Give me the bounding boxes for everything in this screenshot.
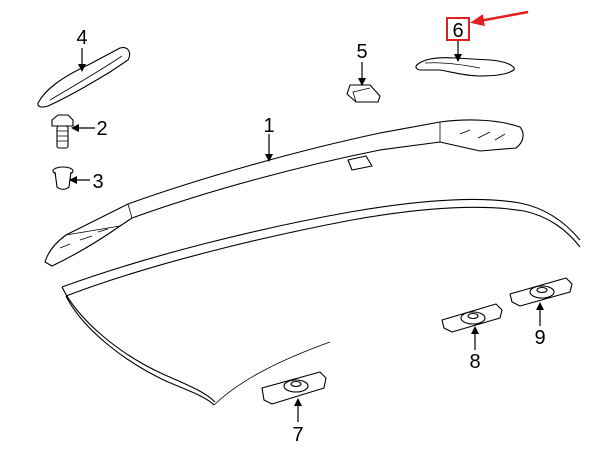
bolt-part-2 <box>51 114 74 149</box>
bracket-part-5 <box>346 84 381 103</box>
highlight-box <box>446 17 470 41</box>
leader-arrows <box>69 40 544 422</box>
red-pointer-arrow <box>470 10 529 27</box>
callout-labels: 1 2 3 4 5 6 7 8 9 <box>76 20 545 446</box>
callout-3: 3 <box>92 171 103 193</box>
highlight-callout-6 <box>446 10 529 41</box>
callout-1: 1 <box>263 115 274 137</box>
rail-base-part-8 <box>441 303 503 333</box>
callout-8: 8 <box>469 351 480 373</box>
end-cover-part-4 <box>37 47 131 108</box>
callout-6: 6 <box>452 20 463 42</box>
rivet-nut-part-3 <box>52 166 74 190</box>
rail-base-part-7 <box>261 371 327 405</box>
callout-2: 2 <box>96 118 107 140</box>
rail-base-part-9 <box>509 277 573 307</box>
callout-9: 9 <box>534 327 545 349</box>
roof-panel <box>61 199 581 406</box>
callout-5: 5 <box>356 41 367 63</box>
callout-7: 7 <box>292 424 303 446</box>
end-cover-part-6 <box>415 57 515 77</box>
callout-4: 4 <box>76 27 87 49</box>
roof-rail-part-1 <box>44 119 524 267</box>
